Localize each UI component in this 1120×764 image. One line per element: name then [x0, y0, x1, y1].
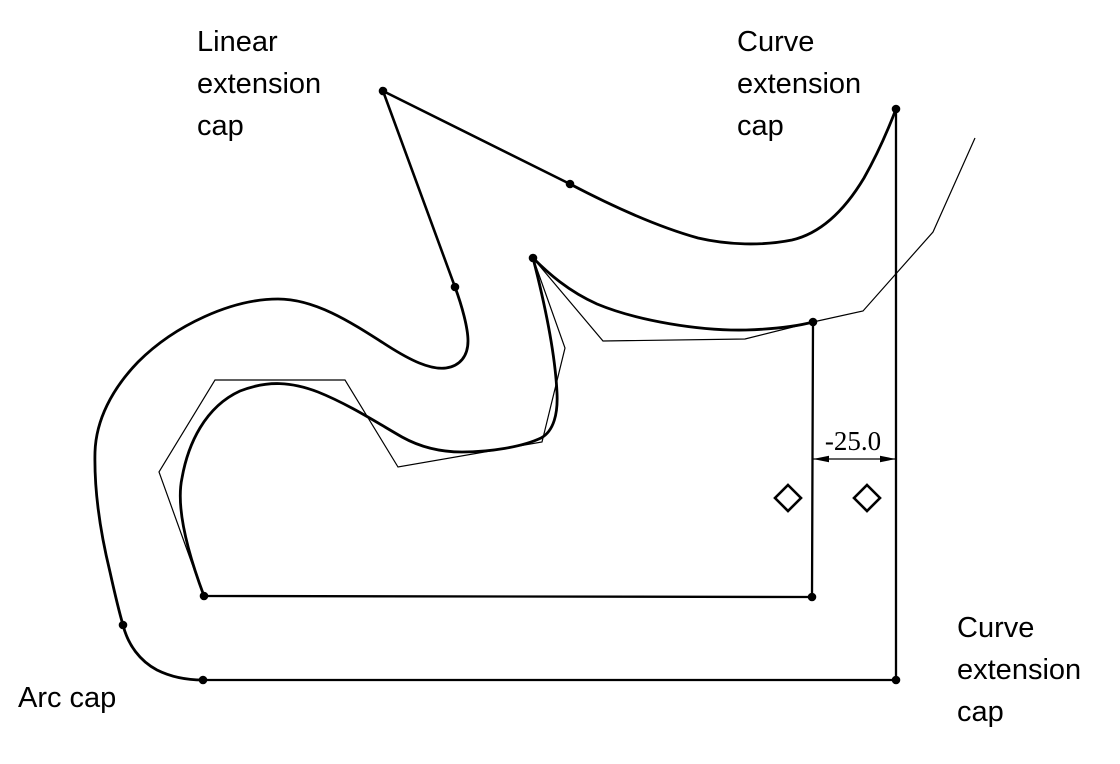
label-linear-extension-cap: Linear extension cap — [197, 21, 321, 147]
label-line: cap — [957, 696, 1004, 728]
offset-curve-left-with-arc-cap — [93, 285, 470, 682]
curve-extension-control-polygon — [812, 137, 976, 323]
dot-arc-cap-end — [198, 675, 208, 685]
diamond-marker-left — [773, 483, 803, 513]
label-curve-extension-cap-top: Curve extension cap — [737, 21, 861, 147]
dimension-arrow-head-left — [813, 455, 829, 463]
linear-extension-cap-lines — [381, 89, 572, 289]
dot-curve-extension-corner-bottom — [891, 675, 901, 685]
offset-bottom-and-right-lines — [201, 107, 898, 682]
dot-original-corner-bottom-left — [199, 591, 209, 601]
dot-linear-extension-apex — [378, 86, 388, 96]
label-line: cap — [737, 110, 784, 142]
original-spline-control-polygon — [158, 257, 814, 598]
dot-arc-cap-start — [118, 620, 128, 630]
label-curve-extension-cap-bottom: Curve extension cap — [957, 607, 1081, 733]
label-arc-cap: Arc cap — [18, 677, 116, 719]
label-line: Curve — [737, 26, 815, 58]
dot-offset-junction-upper — [565, 179, 575, 189]
dot-offset-junction-lower — [450, 282, 460, 292]
label-line: Linear — [197, 26, 278, 58]
original-spline — [178, 256, 815, 598]
dimension-arrow-head-right — [880, 455, 896, 463]
dot-original-curve-end — [808, 317, 818, 327]
diamond-marker-right — [852, 483, 882, 513]
dot-spline-kink — [528, 253, 538, 263]
dimension-value: -25.0 — [824, 426, 882, 456]
label-line: extension — [957, 654, 1082, 686]
dot-original-corner-bottom-right — [807, 592, 817, 602]
label-line: Curve — [957, 612, 1035, 644]
label-line: Arc cap — [18, 682, 117, 714]
label-line: cap — [197, 110, 244, 142]
label-line: extension — [197, 68, 322, 100]
offset-curve-top-with-curve-extension — [568, 107, 898, 246]
label-line: extension — [737, 68, 862, 100]
original-straight-segments — [202, 320, 815, 599]
dot-curve-extension-apex-top — [891, 104, 901, 114]
